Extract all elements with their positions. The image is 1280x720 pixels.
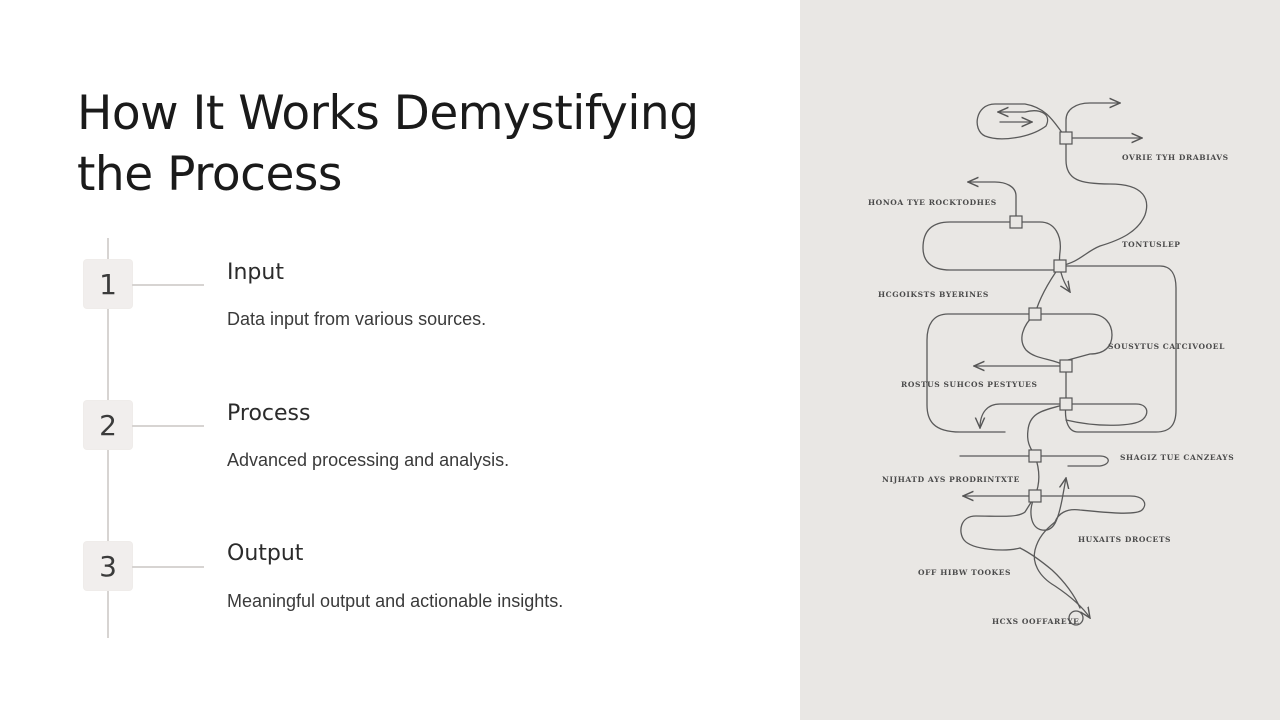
diagram-label: NIJHATD AYS PRODRINTXTE [882,475,1020,484]
flow-node [1028,449,1042,463]
flow-path [922,221,1059,271]
end-circle [1068,610,1084,626]
flow-node [1059,397,1073,411]
flow-path [926,313,1036,433]
diagram-label: HUXAITS DROCETS [1078,535,1171,544]
diagram-label: HCGOIKSTS BYERINES [878,290,989,299]
step-description-input: Data input from various sources. [227,309,487,329]
flow-path [1026,403,1067,457]
flow-node [1009,215,1023,229]
flow-node [1059,131,1073,145]
diagram-label: SOUSYTUS CATCIVOOEL [1108,342,1225,351]
step-connector [132,566,204,568]
slide-title: How It Works Demystifying the Process [77,86,699,202]
step-number-badge: 3 [84,542,132,590]
flow-path [960,495,1036,551]
flow-path [1034,313,1113,361]
diagram-label: HCXS OOFFAREYE [992,617,1079,626]
step-title-output: Output [227,541,304,566]
diagram-label: HONOA TYE ROCKTODHES [868,198,997,207]
content-panel: How It Works Demystifying the Process 1 … [77,86,700,638]
flow-node [1059,359,1073,373]
diagram-label: OFF HIBW TOOKES [918,568,1011,577]
step-description-process: Advanced processing and analysis. [227,450,510,470]
flow-path [968,182,1017,223]
step-number-badge: 1 [84,260,132,308]
flow-path [1065,403,1148,426]
step-connector [132,284,204,286]
diagram-label: SHAGIZ TUE CANZEAYS [1120,453,1234,462]
flow-path [1015,221,1070,292]
flow-path [1059,265,1177,433]
flow-path [1034,265,1061,315]
diagram-label: TONTUSLEP [1122,240,1181,249]
flow-path [1019,547,1081,609]
flow-path [976,103,1067,140]
flow-path [1030,478,1066,531]
diagram-label: OVRIE TYH DRABIAVS [1122,153,1229,162]
flow-node [1053,259,1067,273]
flow-path [1059,137,1148,267]
flow-node [1028,307,1042,321]
illustration-panel: OVRIE TYH DRABIAVS HONOA TYE ROCKTODHES … [800,0,1280,720]
process-flow-illustration: OVRIE TYH DRABIAVS HONOA TYE ROCKTODHES … [868,0,1234,626]
step-connector [132,425,204,427]
step-description-output: Meaningful output and actionable insight… [227,591,564,611]
flow-path [1034,455,1109,467]
step-title-input: Input [227,260,284,285]
flow-path [1065,103,1120,139]
flow-path [1033,521,1090,618]
step-title-process: Process [227,401,311,426]
flow-path [1021,313,1067,367]
diagram-label: ROSTUS SUHCOS PESTYUES [901,380,1038,389]
flow-node [1028,489,1042,503]
flow-path [1034,495,1146,523]
flow-path [980,403,1067,428]
step-number-badge: 2 [84,401,132,449]
